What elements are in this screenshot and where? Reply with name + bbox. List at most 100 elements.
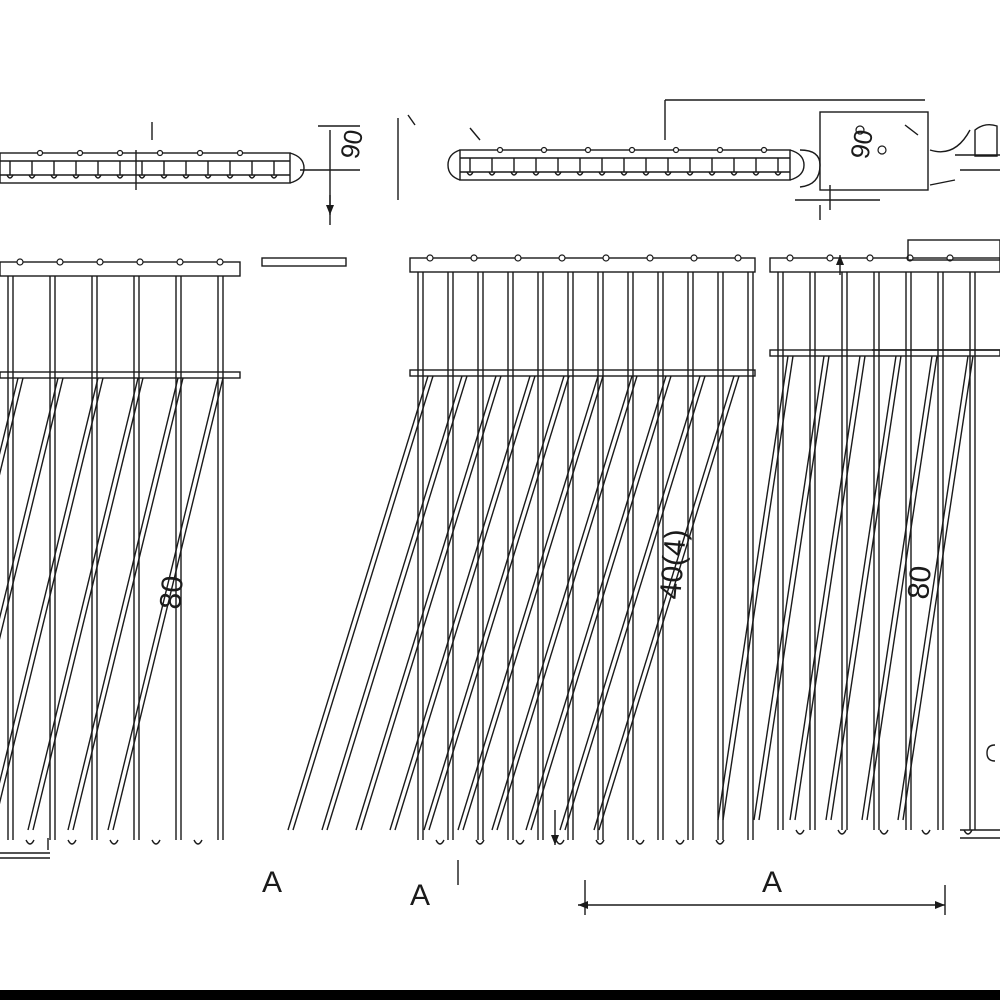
- top-rail-hook: [94, 174, 102, 179]
- front-slant-rod: [902, 355, 974, 821]
- front-slant-rod: [0, 377, 24, 476]
- top-rail-hole: [628, 146, 636, 154]
- top-rail-hole: [196, 149, 204, 157]
- top-rail-hook: [466, 171, 474, 176]
- front-foot: [25, 839, 35, 845]
- top-rail-hook: [160, 174, 168, 179]
- front-foot: [475, 839, 485, 845]
- front-rail-hole: [136, 258, 144, 266]
- front-slant-rod: [794, 355, 866, 821]
- top-rail-hook: [774, 171, 782, 176]
- top-rail-hole: [236, 149, 244, 157]
- front-slant-rod: [0, 377, 59, 620]
- top-rail-hook: [730, 171, 738, 176]
- top-rail-hook: [116, 174, 124, 179]
- top-rail-hook: [664, 171, 672, 176]
- front-rail-hole: [216, 258, 224, 266]
- front-right-bracket: [907, 239, 1000, 261]
- front-foot: [67, 839, 77, 845]
- top-rail-hole: [716, 146, 724, 154]
- top-rail-hook: [620, 171, 628, 176]
- top-rail-hook: [686, 171, 694, 176]
- front-foot: [595, 839, 605, 845]
- dimension-arrowhead: [551, 835, 559, 845]
- front-slant-rod: [758, 355, 830, 821]
- front-slant-rod: [525, 375, 667, 831]
- front-rail-hole: [734, 254, 742, 262]
- top-rail-hook: [598, 171, 606, 176]
- top-rail-hole: [76, 149, 84, 157]
- front-slant-rod: [830, 355, 902, 821]
- front-slant-rod: [598, 375, 740, 831]
- front-foot: [635, 839, 645, 845]
- front-slant-rod: [428, 375, 570, 831]
- front-rail-hole: [16, 258, 24, 266]
- top-rail-end-cap: [789, 149, 805, 181]
- front-rail-hole: [558, 254, 566, 262]
- top-rail-hook: [50, 174, 58, 179]
- top-rail-hook: [532, 171, 540, 176]
- front-slant-rod: [530, 375, 672, 831]
- front-foot: [715, 839, 725, 845]
- dim-label-top-center-depth: 90: [844, 127, 879, 161]
- front-slant-rod: [717, 355, 789, 821]
- front-rail-hole: [514, 254, 522, 262]
- front-slant-rod: [462, 375, 604, 831]
- front-slant-rod: [825, 355, 897, 821]
- dim-label-front-center-height: 40(4): [654, 528, 693, 601]
- front-top-rail: [409, 257, 756, 273]
- front-slant-rod: [861, 355, 933, 821]
- bracket-screw: [855, 125, 865, 135]
- top-rail-hook: [6, 174, 14, 179]
- front-slant-rod: [107, 377, 219, 831]
- top-rail-hook: [576, 171, 584, 176]
- top-rail-hook: [642, 171, 650, 176]
- leader-line: [469, 127, 481, 141]
- front-foot: [515, 839, 525, 845]
- top-rail-hole: [496, 146, 504, 154]
- front-slant-rod: [389, 375, 531, 831]
- dim-label-front-right-height: 80: [902, 564, 938, 600]
- front-rail-hole: [690, 254, 698, 262]
- front-mid-rail: [769, 349, 1000, 357]
- front-foot: [963, 829, 973, 835]
- top-rail-hook: [488, 171, 496, 176]
- dimension-arrowhead: [578, 901, 588, 909]
- front-slant-rod: [496, 375, 638, 831]
- front-slant-rod: [394, 375, 536, 831]
- dimension-arrowhead: [935, 901, 945, 909]
- front-rail-hole: [826, 254, 834, 262]
- front-slant-rod: [292, 375, 434, 831]
- front-slant-rod: [423, 375, 565, 831]
- top-rail-hook: [204, 174, 212, 179]
- front-top-rail: [769, 257, 1000, 273]
- front-rail-hole: [56, 258, 64, 266]
- front-slant-rod: [593, 375, 735, 831]
- front-slant-rod: [0, 377, 64, 640]
- front-slant-rod: [789, 355, 861, 821]
- dim-label-top-left-depth: 90: [334, 127, 369, 161]
- front-foot: [193, 839, 203, 845]
- front-foot: [151, 839, 161, 845]
- top-rail-hook: [554, 171, 562, 176]
- dimension-lines: [47, 195, 946, 915]
- front-slant-rod: [564, 375, 706, 831]
- top-rail-hole: [116, 149, 124, 157]
- front-foot: [109, 839, 119, 845]
- front-slant-rod: [866, 355, 938, 821]
- top-rail-hole: [540, 146, 548, 154]
- leader-line: [904, 124, 919, 136]
- front-slant-rod: [67, 377, 179, 831]
- front-foot: [555, 839, 565, 845]
- top-rail-hook: [182, 174, 190, 179]
- front-mid-rail: [409, 369, 756, 377]
- front-connector: [261, 257, 347, 267]
- dim-label-bottom-left-width: A: [262, 866, 282, 899]
- front-slant-rod: [27, 377, 139, 831]
- dim-label-bottom-center-width: A: [410, 879, 430, 912]
- front-right-clip: [986, 744, 996, 762]
- top-rail-end-cap: [447, 149, 461, 181]
- leader-line: [929, 179, 956, 186]
